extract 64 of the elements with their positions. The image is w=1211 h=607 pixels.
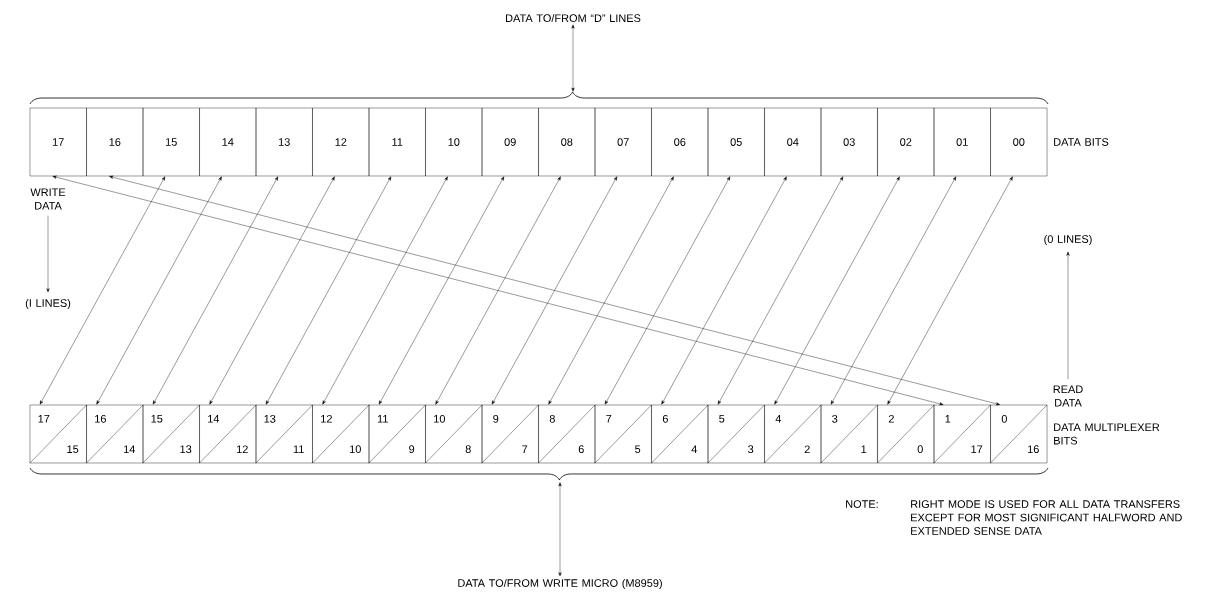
bit-cell: 15 xyxy=(142,107,200,177)
annotation-text: DATA TO/FROM WRITE MICRO (M8959) xyxy=(458,578,662,590)
bit-cell: 12 10 xyxy=(312,404,370,464)
arrow xyxy=(96,176,222,405)
bit-cell: 14 12 xyxy=(199,404,257,464)
arrow xyxy=(39,176,166,405)
arrow xyxy=(558,482,562,577)
arrow xyxy=(152,176,279,405)
arrow xyxy=(46,215,50,293)
bit-cell: 09 xyxy=(481,107,539,177)
arrow xyxy=(887,176,1013,405)
bit-cell: 12 xyxy=(312,107,370,177)
annotation-text: (I LINES) xyxy=(25,298,71,310)
bit-cell: 11 9 xyxy=(368,404,426,464)
bit-cell: 05 xyxy=(707,107,765,177)
bit-cell: 02 xyxy=(877,107,935,177)
arrow xyxy=(265,176,392,405)
bit-cell: 14 xyxy=(199,107,257,177)
arrow xyxy=(774,176,900,405)
arrow xyxy=(717,176,844,405)
bit-cell: 16 14 xyxy=(86,404,144,464)
bit-cell: 06 xyxy=(651,107,709,177)
bit-cell: 10 8 xyxy=(425,404,483,464)
annotation-text: WRITE DATA xyxy=(30,188,66,210)
arrow xyxy=(604,176,731,405)
arrow xyxy=(830,176,957,405)
bit-cell: 17 15 xyxy=(29,404,87,464)
arrow xyxy=(571,24,575,92)
bit-cell: 7 5 xyxy=(594,404,652,464)
arrow xyxy=(548,176,674,405)
bit-cell: 10 xyxy=(425,107,483,177)
arrow xyxy=(209,176,335,405)
arrow xyxy=(1066,251,1070,380)
bit-cell: 03 xyxy=(820,107,878,177)
arrow xyxy=(322,176,448,405)
bit-cell: 01 xyxy=(933,107,991,177)
bit-cell: 5 3 xyxy=(707,404,765,464)
arrow xyxy=(378,176,505,405)
label-text: NOTE: xyxy=(846,500,878,508)
bit-cell: 13 xyxy=(255,107,313,177)
bit-cell: 17 xyxy=(29,107,87,177)
annotation-text: (0 LINES) xyxy=(1044,234,1092,246)
bit-cell: 00 xyxy=(990,107,1048,177)
bit-cell: 13 11 xyxy=(255,404,313,464)
bit-cell: 6 4 xyxy=(651,404,709,464)
label-text: RIGHT MODE IS USED FOR ALL DATA TRANSFERS EXCEPT FOR MOST SIGNIFICANT HALFWORD AND EXTENDED SENSE DATA xyxy=(911,500,1182,535)
bit-cell: 8 6 xyxy=(538,404,596,464)
annotation-text: READ DATA xyxy=(1053,385,1083,407)
bit-cell: 07 xyxy=(594,107,652,177)
bit-cell: 4 2 xyxy=(764,404,822,464)
bit-cell: 2 0 xyxy=(877,404,935,464)
annotation-text: DATA TO/FROM “D” LINES xyxy=(506,14,641,22)
bit-cell: 11 xyxy=(368,107,426,177)
bit-cell: 16 xyxy=(86,107,144,177)
bit-cell: 1 17 xyxy=(933,404,991,464)
arrow xyxy=(661,176,787,405)
bit-cell: 3 1 xyxy=(820,404,878,464)
bit-cell: 08 xyxy=(538,107,596,177)
bit-cell: 04 xyxy=(764,107,822,177)
bit-cell: 15 13 xyxy=(142,404,200,464)
bit-cell: 0 16 xyxy=(990,404,1048,464)
bit-cell: 9 7 xyxy=(481,404,539,464)
arrow xyxy=(491,176,618,405)
arrow xyxy=(435,176,561,405)
